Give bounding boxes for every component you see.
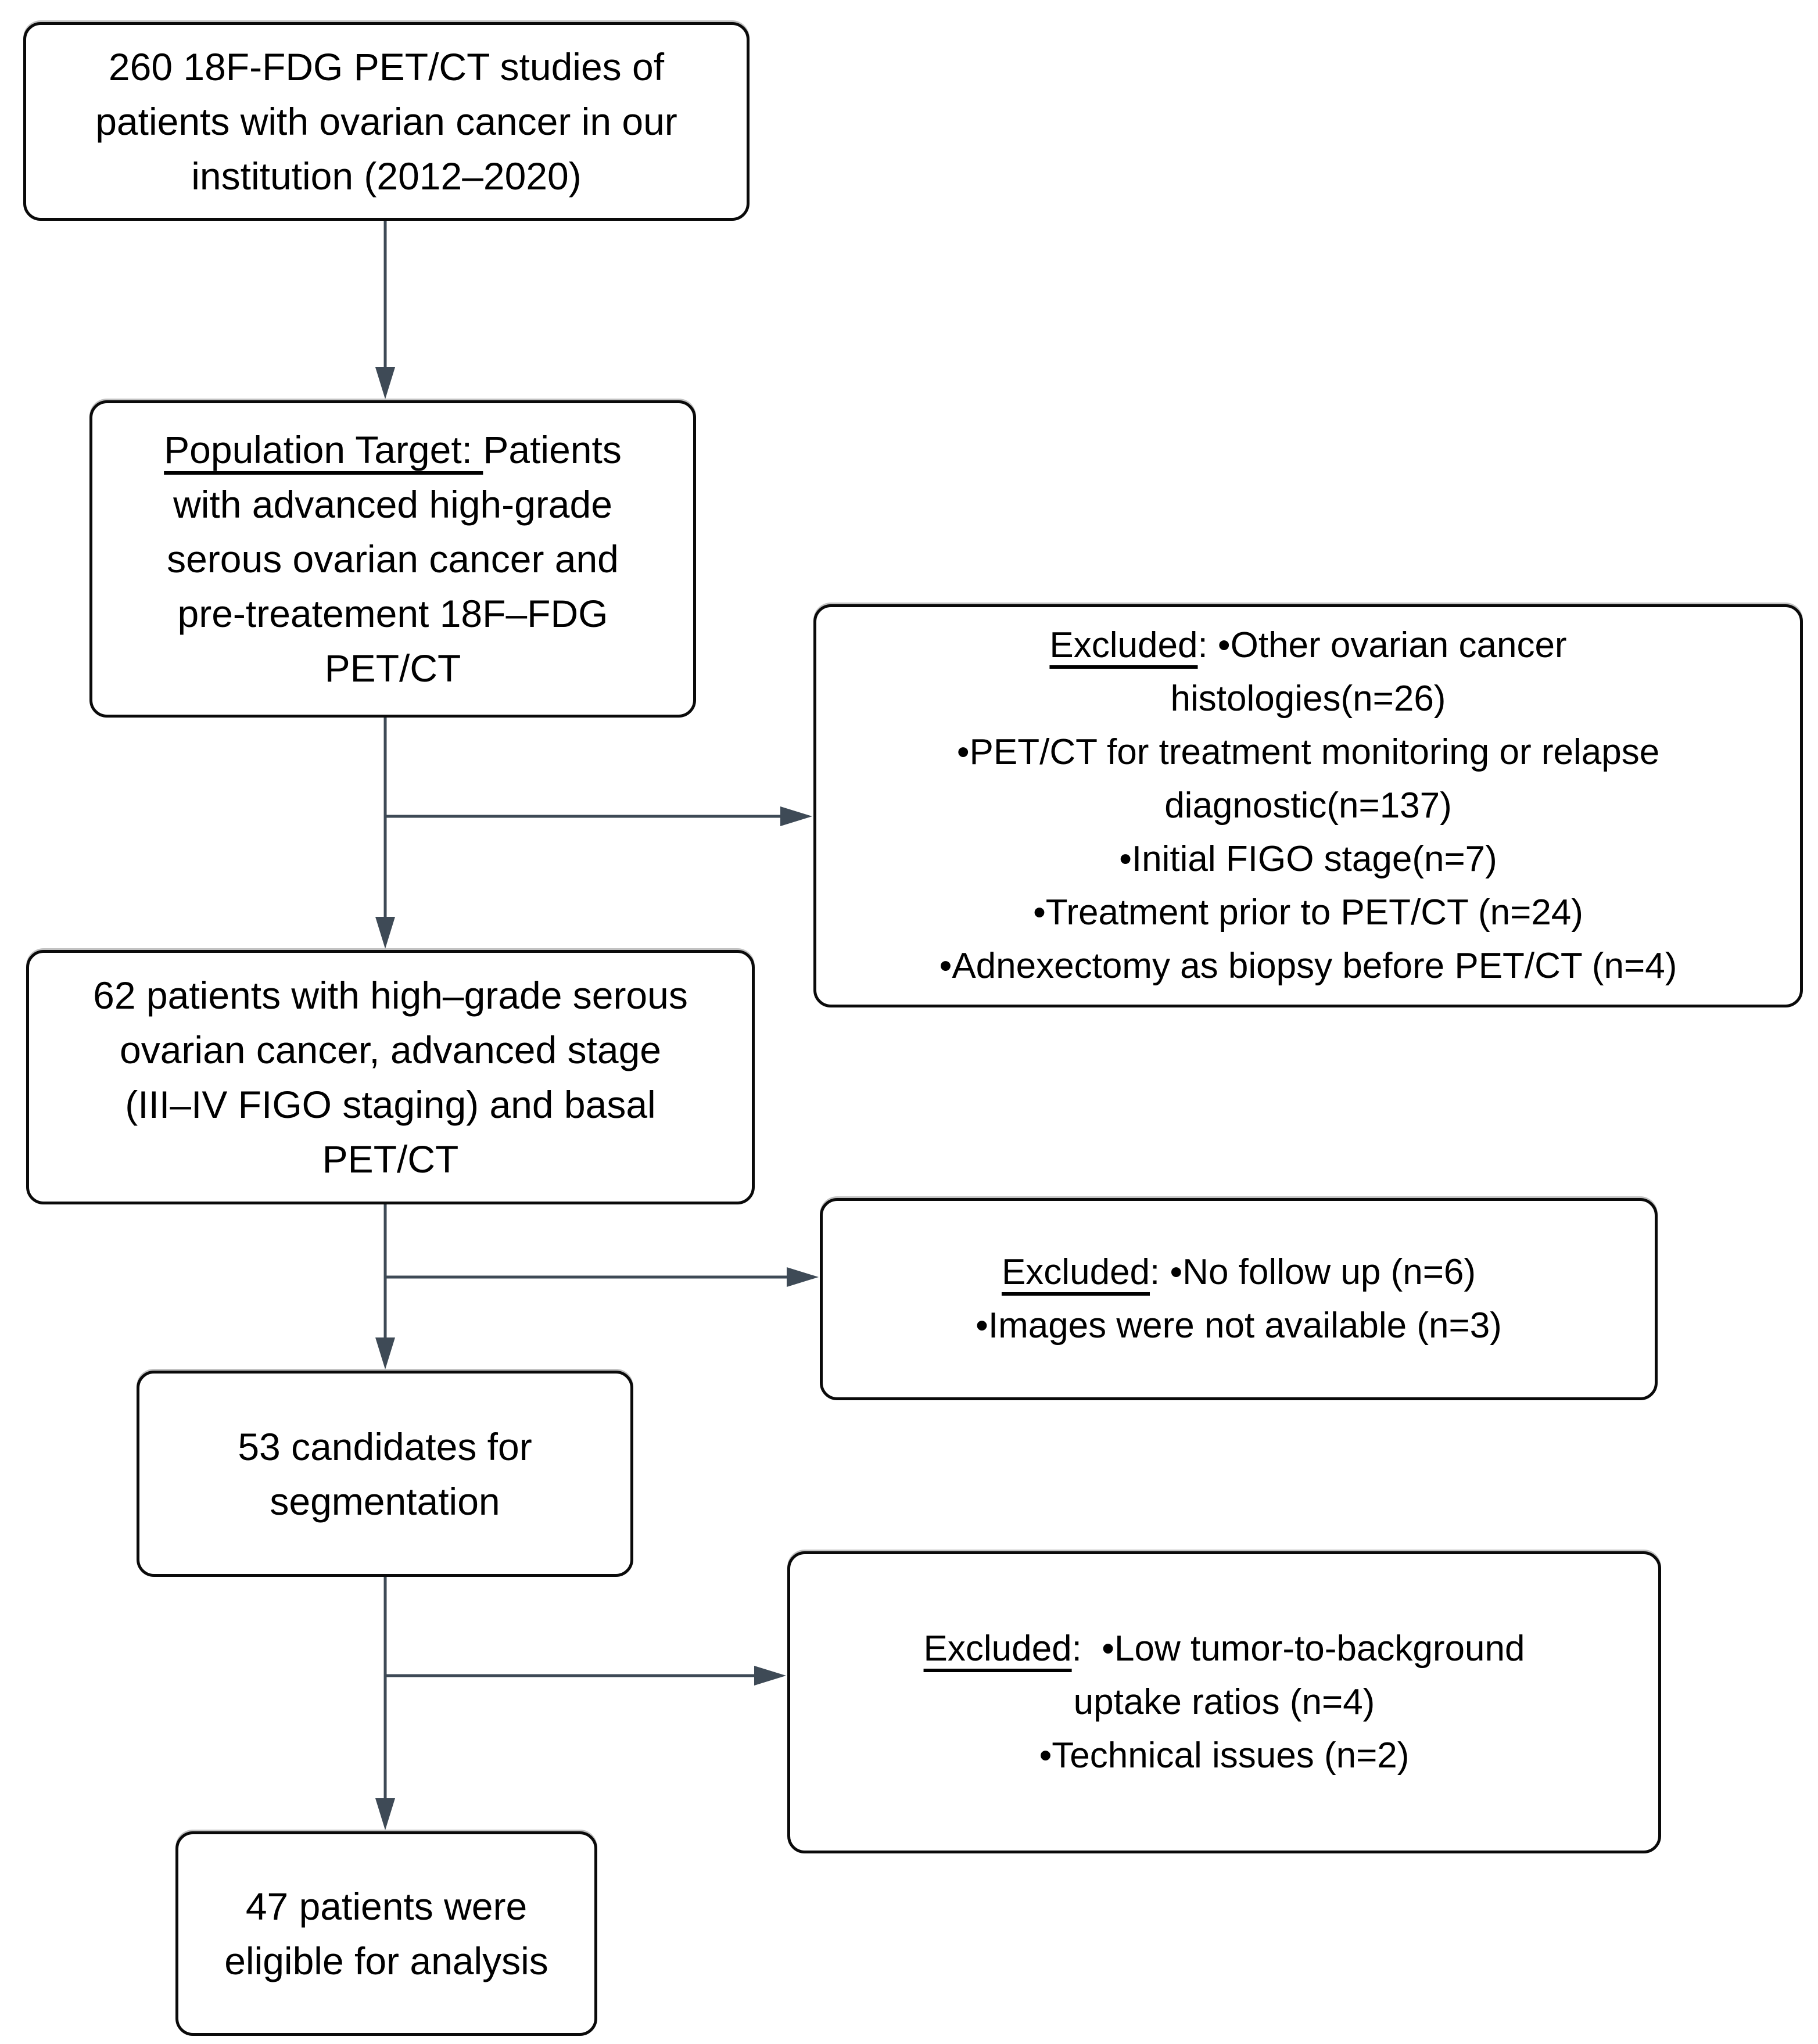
node-text-line: Excluded: •No follow up (n=6)	[1002, 1246, 1476, 1299]
flowchart-node-excluded-1: Excluded: •Other ovarian cancer histolog…	[813, 604, 1803, 1007]
arrowhead-down-sixtytwo	[375, 917, 395, 949]
flowchart-node-47-eligible: 47 patients were eligible for analysis	[175, 1831, 597, 2036]
node-text-line: PET/CT	[322, 1138, 459, 1181]
node-text-line: 62 patients with high–grade serous	[93, 974, 688, 1017]
node-text-line: serous ovarian cancer and	[167, 537, 619, 580]
node-text-line: uptake ratios (n=4)	[1073, 1682, 1375, 1722]
underlined-label: Excluded	[1001, 1252, 1150, 1292]
underlined-label: Population Target:	[164, 428, 483, 471]
underlined-label: Excluded	[923, 1629, 1072, 1669]
node-text-line: ovarian cancer, advanced stage	[120, 1028, 661, 1071]
node-text-line: segmentation	[270, 1479, 500, 1523]
node-text-line: PET/CT	[324, 647, 461, 690]
flowchart-node-studies: 260 18F-FDG PET/CT studies of patients w…	[23, 22, 750, 221]
node-text-line: 47 patients were	[245, 1885, 528, 1928]
node-text-line: patients with ovarian cancer in our	[95, 100, 677, 143]
node-text-line: (III–IV FIGO staging) and basal	[125, 1083, 656, 1126]
node-text-line: Population Target: Patients	[164, 422, 622, 477]
arrowhead-right-excluded3	[754, 1666, 786, 1686]
arrowhead-down-candidates	[375, 1337, 395, 1369]
node-text-line: •Adnexectomy as biopsy before PET/CT (n=…	[939, 946, 1677, 986]
node-text-fragment: Patients	[483, 428, 622, 471]
node-text-fragment: : •Other ovarian cancer	[1197, 625, 1567, 665]
node-text-line: Excluded: •Low tumor-to-background	[924, 1622, 1525, 1676]
arrowhead-down-population	[375, 367, 395, 399]
node-text-line: eligible for analysis	[224, 1939, 548, 1982]
node-text-line: diagnostic(n=137)	[1164, 786, 1452, 826]
node-text-fragment: : •No follow up (n=6)	[1150, 1252, 1476, 1292]
flowchart-node-62-patients: 62 patients with high–grade serous ovari…	[26, 950, 755, 1204]
node-text-line: 260 18F-FDG PET/CT studies of	[108, 45, 665, 88]
arrowhead-right-excluded2	[787, 1267, 819, 1287]
underlined-label: Excluded	[1049, 625, 1198, 665]
flowchart-node-population-target: Population Target: Patients with advance…	[89, 400, 696, 718]
node-text-line: Excluded: •Other ovarian cancer	[1049, 619, 1566, 672]
node-text-line: •Treatment prior to PET/CT (n=24)	[1033, 892, 1583, 933]
flowchart-node-excluded-2: Excluded: •No follow up (n=6) •Images we…	[820, 1198, 1658, 1400]
node-text-line: •Images were not available (n=3)	[976, 1306, 1502, 1346]
node-text-line: 53 candidates for	[238, 1425, 532, 1468]
node-text-line: pre-treatement 18F–FDG	[177, 592, 608, 635]
arrowhead-down-eligible	[375, 1798, 395, 1830]
node-text-line: •Technical issues (n=2)	[1039, 1735, 1410, 1776]
arrowhead-right-excluded1	[780, 806, 812, 826]
node-text-line: •Initial FIGO stage(n=7)	[1119, 839, 1497, 879]
flowchart-node-excluded-3: Excluded: •Low tumor-to-background uptak…	[787, 1551, 1661, 1853]
node-text-line: with advanced high-grade	[173, 483, 612, 526]
flowchart-node-53-candidates: 53 candidates for segmentation	[137, 1371, 633, 1577]
node-text-line: institution (2012–2020)	[191, 155, 582, 198]
node-text-line: histologies(n=26)	[1170, 679, 1446, 719]
node-text-fragment: : •Low tumor-to-background	[1071, 1629, 1525, 1669]
node-text-line: •PET/CT for treatment monitoring or rela…	[956, 732, 1660, 772]
